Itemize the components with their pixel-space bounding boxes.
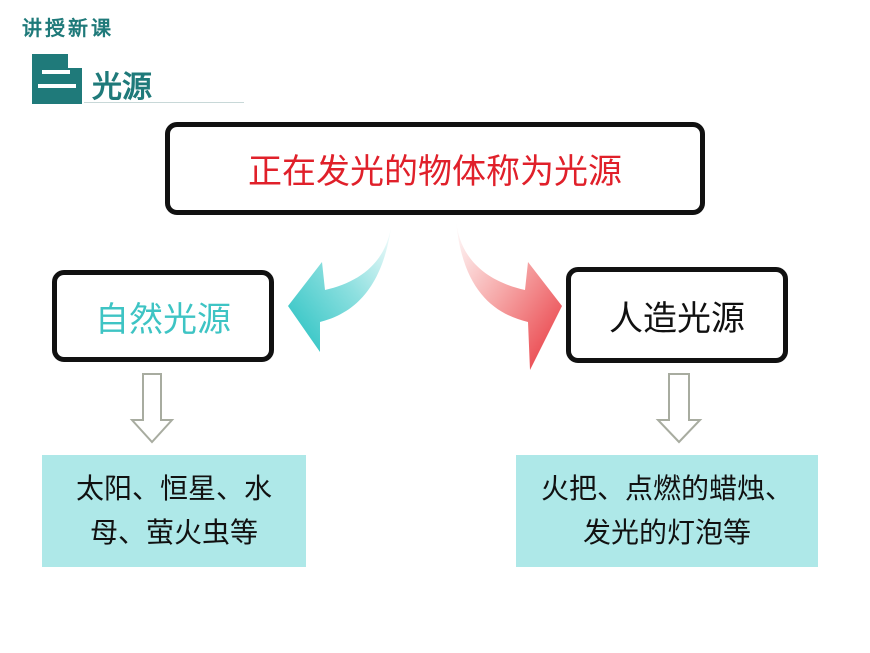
- natural-examples-box: 太阳、恒星、水 母、萤火虫等: [42, 455, 306, 567]
- artificial-down-arrow-icon: [655, 373, 703, 444]
- natural-source-label: 自然光源: [95, 299, 231, 340]
- natural-examples-line: 太阳、恒星、水: [75, 472, 272, 505]
- definition-text: 正在发光的物体称为光源: [248, 152, 622, 192]
- artificial-examples-line: 发光的灯泡等: [582, 516, 751, 549]
- definition-box: 正在发光的物体称为光源: [165, 122, 705, 215]
- natural-down-arrow-icon: [129, 373, 175, 444]
- section-title: 光源: [92, 70, 152, 105]
- header-tag: 讲授新课: [22, 16, 114, 40]
- artificial-source-box: 人造光源: [566, 267, 788, 363]
- natural-arrow-icon: [288, 220, 392, 352]
- artificial-source-label: 人造光源: [609, 298, 745, 339]
- artificial-arrow-icon: [456, 220, 562, 370]
- natural-source-box: 自然光源: [52, 270, 274, 362]
- section-number-icon: [32, 54, 82, 104]
- artificial-examples-box: 火把、点燃的蜡烛、 发光的灯泡等: [516, 455, 818, 567]
- natural-examples-line: 母、萤火虫等: [89, 516, 258, 549]
- section-divider: [84, 102, 244, 103]
- artificial-examples-line: 火把、点燃的蜡烛、: [540, 472, 793, 505]
